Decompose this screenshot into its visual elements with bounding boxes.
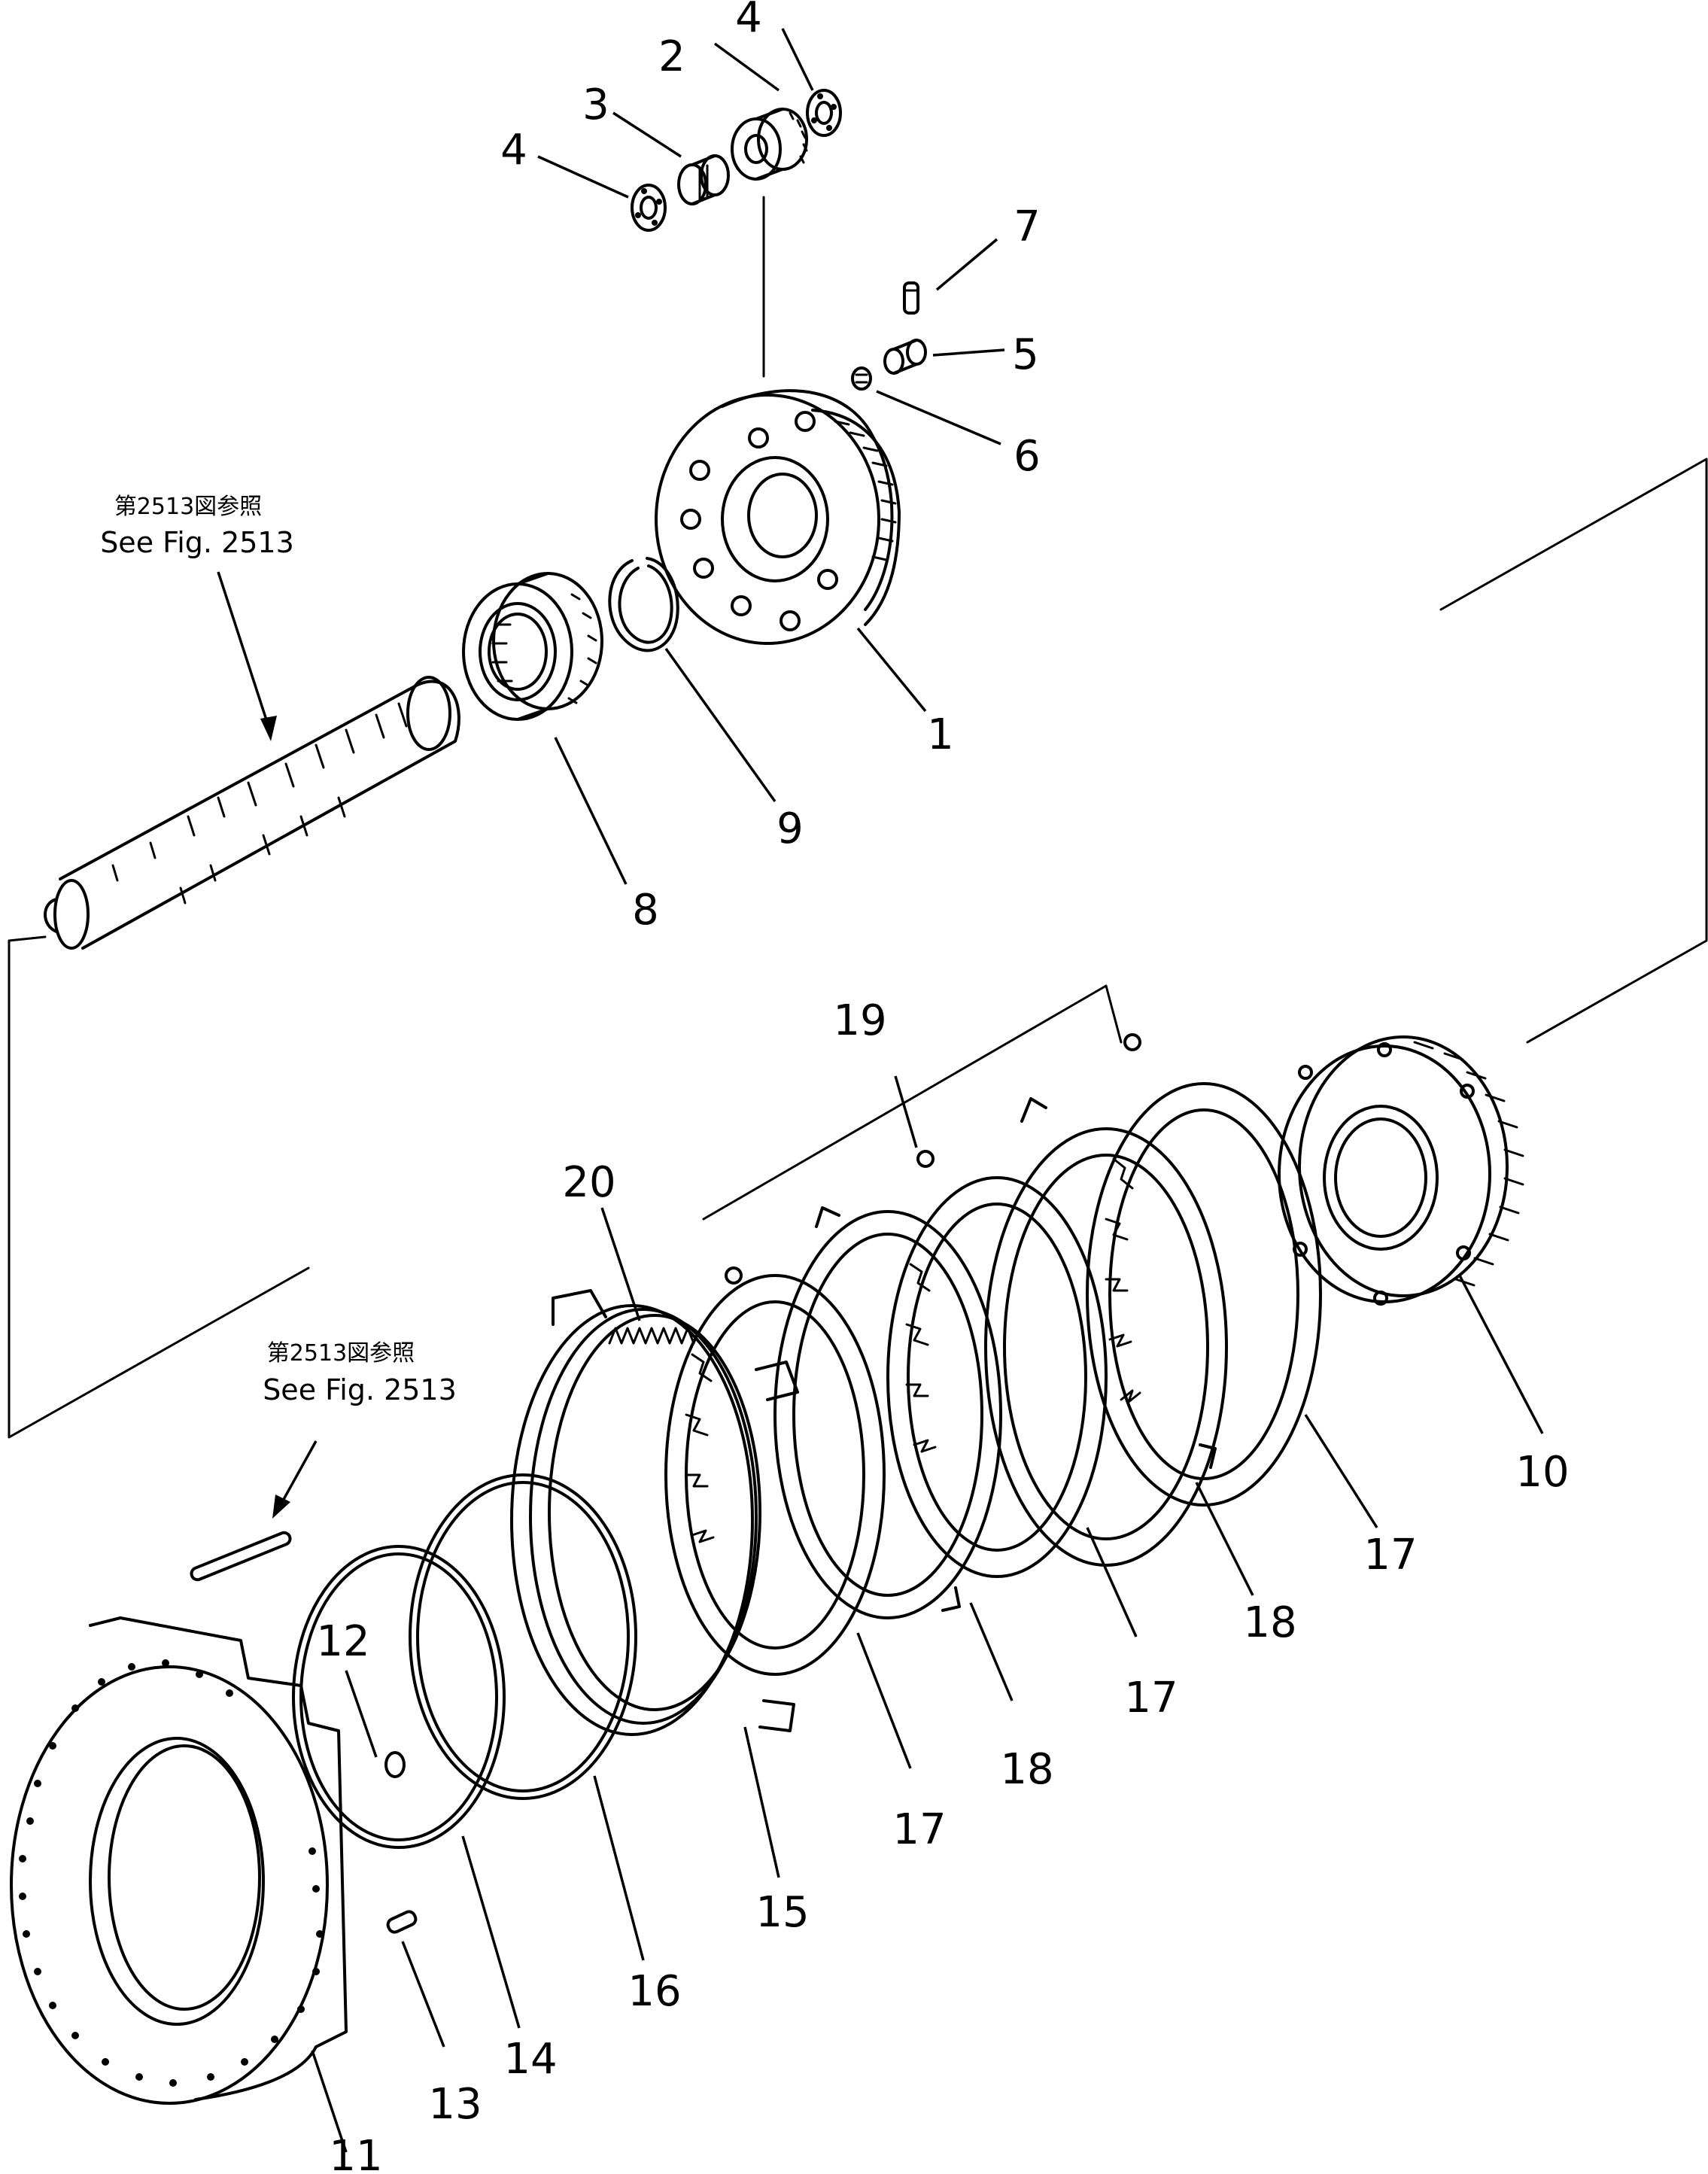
thrust-washer-part-4-right [806,89,842,137]
callout-12: 12 [316,1617,369,1666]
piston-part-15 [510,1289,799,1736]
fig-reference-bottom-en: See Fig. 2513 [263,1373,457,1406]
clip-part-19-mid [916,1150,935,1168]
callout-8: 8 [632,886,659,935]
ball-part-6 [851,366,872,391]
callout-7: 7 [1014,202,1041,251]
callout-4-left: 4 [500,126,527,175]
thrust-washer-part-4-left [631,184,667,232]
callout-16: 16 [628,1967,681,2016]
shaft-assembly [44,676,460,950]
fig-reference-bottom-jp: 第2513図参照 [267,1340,415,1367]
callout-6: 6 [1014,432,1041,481]
callout-18-b: 18 [1000,1745,1053,1794]
roller-bearing-part-8 [462,572,603,721]
separator-plate-part-18-a [984,1097,1228,1567]
needle-bearing-part-3 [677,154,730,205]
planet-gear-part-2 [731,108,808,181]
callout-19: 19 [833,996,886,1045]
separator-plate-part-18-b [773,1206,1002,1619]
callout-9: 9 [777,804,804,853]
callout-13: 13 [428,2080,482,2129]
callout-4-top: 4 [735,0,762,42]
callout-5: 5 [1012,330,1039,379]
seal-ring-part-16 [409,1473,637,1800]
shaft-part-5 [883,339,927,375]
callout-15: 15 [755,1888,809,1937]
planet-carrier-part-1 [655,389,901,645]
callout-numbers: 4 2 3 4 7 5 6 1 9 8 19 20 10 17 18 17 18… [316,0,1569,2174]
friction-disc-part-17-c [664,1274,886,1676]
fig-reference-bottom: 第2513図参照 See Fig. 2513 [263,1340,457,1519]
brake-housing-part-11 [10,1616,348,2105]
pin-part-7 [903,281,919,315]
callout-20: 20 [562,1158,615,1207]
callout-10: 10 [1515,1448,1569,1497]
callout-14: 14 [503,2035,557,2084]
pin-part-12 [384,1751,406,1778]
ring-gear-part-10 [1278,1035,1524,1306]
callout-17-b: 17 [1124,1674,1178,1722]
fig-reference-top: 第2513図参照 See Fig. 2513 [100,494,294,741]
callout-17-a: 17 [1363,1531,1417,1580]
callout-2: 2 [658,32,685,81]
dowel-pin [190,1531,292,1582]
clip-part-19-low [725,1266,743,1285]
callout-18-a: 18 [1243,1598,1296,1647]
spring-part-20 [608,1327,695,1345]
fig-reference-top-en: See Fig. 2513 [100,526,294,559]
clip-part-19-top [1123,1033,1141,1051]
callout-17-c: 17 [892,1805,946,1854]
fig-reference-top-jp: 第2513図参照 [114,494,262,520]
friction-disc-part-17-b [886,1176,1108,1578]
seal-ring-part-14 [292,1545,506,1849]
callout-3: 3 [582,81,609,129]
callout-1: 1 [927,710,954,759]
callout-11: 11 [329,2132,382,2174]
friction-disc-part-17-a [1086,1082,1322,1507]
pin-part-13 [386,1910,418,1934]
snap-ring-part-9 [608,557,679,652]
